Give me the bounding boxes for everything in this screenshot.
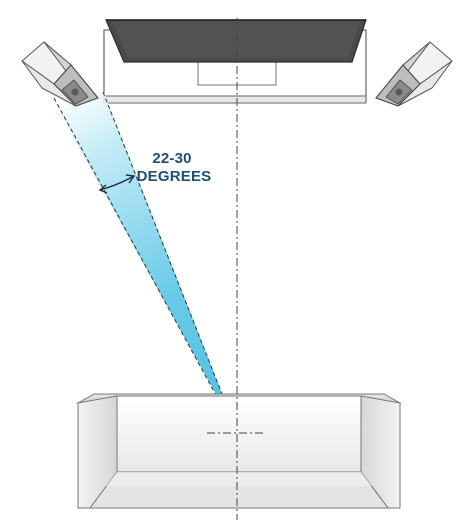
toe-in-beam [52, 92, 237, 432]
sofa [76, 393, 402, 509]
beam-boundaries [53, 91, 238, 433]
tv [105, 19, 367, 63]
speaker-right [375, 41, 453, 107]
speaker-left [21, 41, 99, 107]
angle-label-unit: DEGREES [137, 168, 212, 185]
angle-label-value: 22-30 [152, 150, 191, 167]
angle-arc [98, 174, 136, 194]
